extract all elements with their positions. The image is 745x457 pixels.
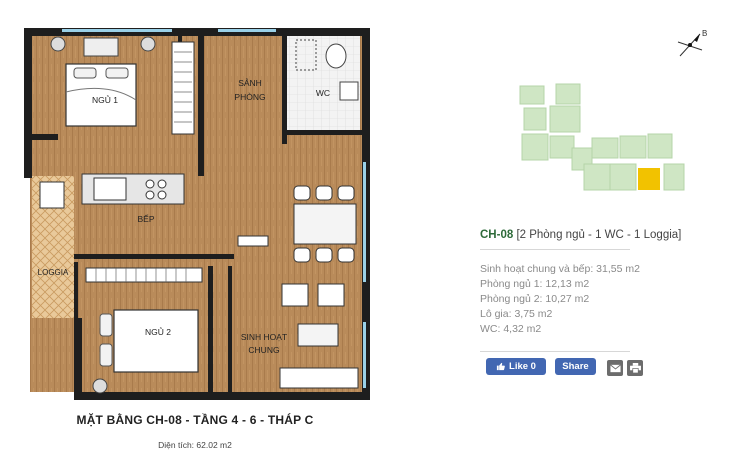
floor-plan: NGỦ 1 SẢNH PHÒNG WC BẾP LOGGIA NGỦ 2 SIN… — [24, 28, 370, 400]
email-button[interactable] — [607, 360, 623, 376]
bed-2 — [92, 309, 199, 394]
thumbs-up-icon — [496, 362, 505, 371]
like-label: Like 0 — [509, 361, 536, 372]
divider-top — [480, 249, 630, 250]
wardrobe-2 — [85, 267, 203, 283]
key-plan-highlight — [638, 168, 660, 190]
spec-item: Phòng ngủ 1: 12,13 m2 — [480, 278, 590, 290]
compass-label: B — [702, 29, 707, 38]
living-furniture — [237, 235, 359, 389]
plan-caption: MẶT BẰNG CH-08 - TẦNG 4 - 6 - THÁP C — [76, 413, 314, 427]
divider-bottom — [480, 351, 630, 352]
room-label-bedroom-1: NGỦ 1 — [92, 94, 118, 105]
unit-summary: [2 Phòng ngủ - 1 WC - 1 Loggia] — [516, 229, 682, 241]
bedroom-1-side-tables — [50, 36, 156, 57]
envelope-icon — [609, 363, 621, 372]
key-plan — [519, 83, 685, 191]
spec-item: Lô gia: 3,75 m2 — [480, 308, 553, 320]
spec-item: Sinh hoạt chung và bếp: 31,55 m2 — [480, 263, 640, 275]
room-label-hall-1: SẢNH — [238, 77, 262, 88]
room-label-bedroom-2: NGỦ 2 — [145, 326, 171, 337]
unit-title: CH-08 [2 Phòng ngủ - 1 WC - 1 Loggia] — [480, 229, 681, 241]
unit-code: CH-08 — [480, 229, 514, 241]
spec-item: Phòng ngủ 2: 10,27 m2 — [480, 293, 590, 305]
kitchen-appliances — [39, 177, 167, 209]
bed-1 — [65, 63, 137, 127]
room-label-living-2: CHUNG — [248, 345, 279, 355]
spec-item: WC: 4,32 m2 — [480, 323, 542, 335]
share-label: Share — [562, 361, 589, 372]
windows — [62, 29, 366, 388]
room-label-living-1: SINH HOẠT — [241, 332, 287, 342]
room-label-wc: WC — [316, 88, 330, 98]
printer-icon — [629, 363, 641, 373]
facebook-like-button[interactable]: Like 0 — [486, 358, 546, 375]
room-label-loggia: LOGGIA — [38, 268, 69, 277]
plan-area: Diện tích: 62.02 m2 — [158, 440, 232, 450]
dining-set — [293, 185, 357, 263]
room-label-hall-2: PHÒNG — [234, 92, 265, 102]
compass-icon: B — [677, 29, 707, 57]
print-button[interactable] — [627, 360, 643, 376]
room-label-kitchen: BẾP — [137, 214, 154, 224]
facebook-share-button[interactable]: Share — [555, 358, 596, 375]
wc-fixtures — [295, 39, 359, 101]
wardrobe-1 — [171, 41, 195, 135]
spec-list: Sinh hoạt chung và bếp: 31,55 m2 Phòng n… — [480, 262, 640, 337]
